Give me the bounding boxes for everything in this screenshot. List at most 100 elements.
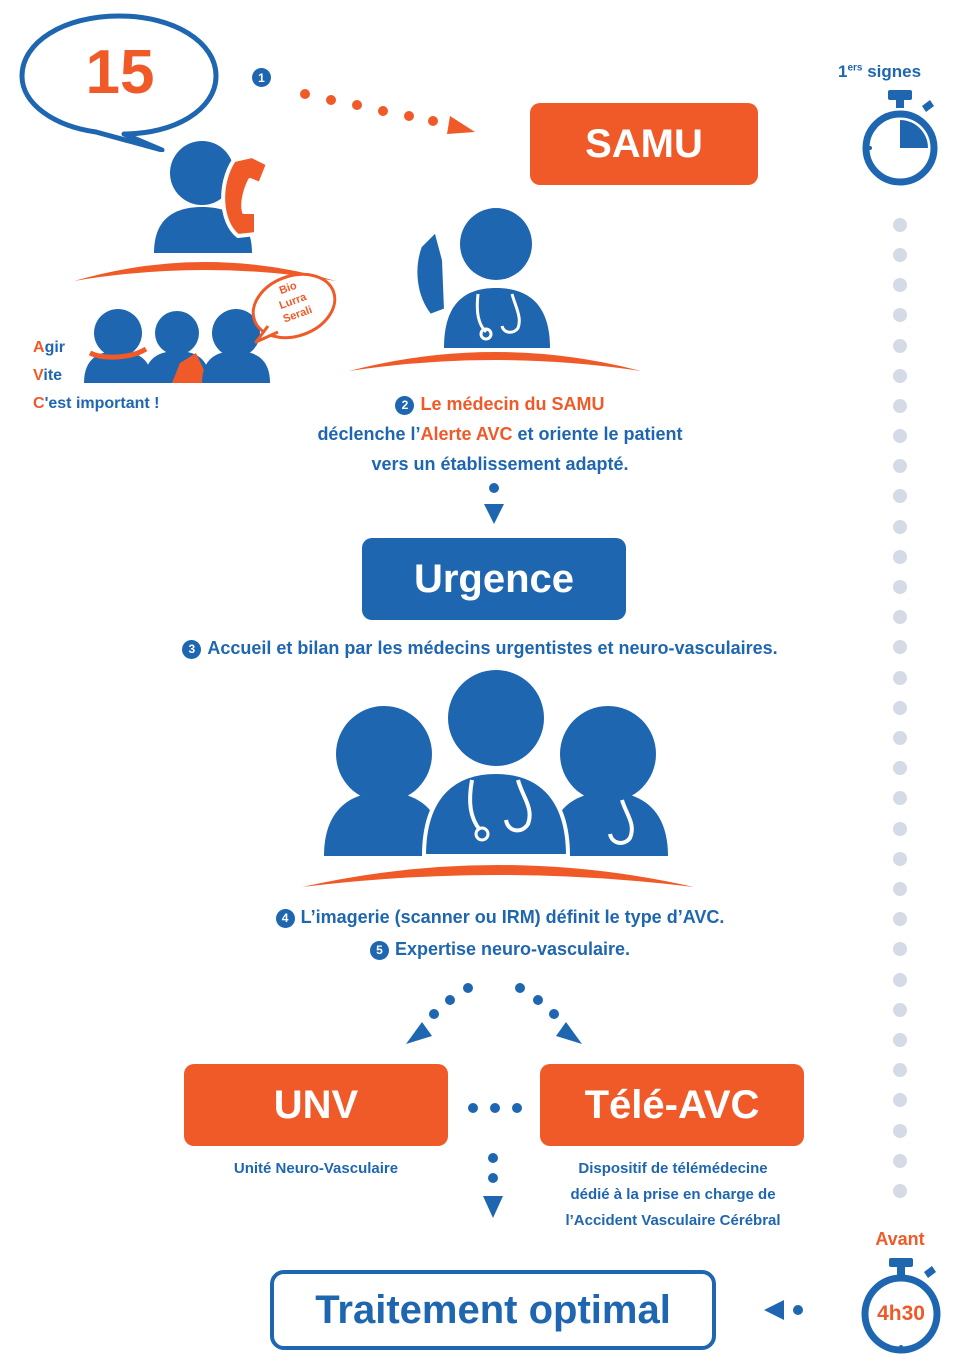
timeline-dot	[893, 640, 907, 654]
divider-arc	[302, 865, 694, 887]
timeline-dot	[893, 1063, 907, 1077]
timeline-dot	[893, 912, 907, 926]
timeline-dot	[893, 339, 907, 353]
timeline-dot	[893, 973, 907, 987]
timeline-dot	[893, 550, 907, 564]
arrow-down-icon	[483, 1153, 503, 1218]
step2-text-part: et oriente le patient	[512, 424, 683, 444]
medical-team-icon	[324, 668, 668, 858]
traitement-label: Traitement optimal	[315, 1287, 671, 1332]
timeline-dot	[893, 852, 907, 866]
unv-box: UNV	[184, 1064, 448, 1146]
divider-arc	[349, 352, 641, 371]
timeline-dot	[893, 610, 907, 624]
phone-icon	[221, 154, 270, 238]
step2-line2: déclenche l’Alerte AVC et oriente le pat…	[200, 419, 800, 449]
step-number-badge: 3	[182, 639, 202, 659]
fast-letter: V	[33, 367, 44, 384]
step2-title: Le médecin du SAMU	[420, 394, 605, 414]
timeline-dot	[893, 731, 907, 745]
fast-letter: A	[33, 339, 45, 356]
urgence-label: Urgence	[413, 556, 575, 601]
timeline-dot	[893, 1033, 907, 1047]
timeline-dot	[893, 671, 907, 685]
timeline-dot	[893, 218, 907, 232]
timeline-dot	[893, 1184, 907, 1198]
fast-rest: ite	[43, 367, 63, 384]
timeline-dot	[893, 701, 907, 715]
caption-line: l’Accident Vasculaire Cérébral	[565, 1212, 781, 1229]
step-number-badge: 1	[252, 68, 271, 87]
unv-label: UNV	[273, 1082, 359, 1127]
timeline-dot	[893, 459, 907, 473]
timeline-dot	[893, 791, 907, 805]
caption-line: dédié à la prise en charge de	[570, 1186, 776, 1203]
timeline-dot	[893, 520, 907, 534]
badge-icon	[251, 272, 337, 344]
fast-mnemonic: Agir Vite C'est important !	[33, 334, 159, 418]
dotted-arrow	[300, 89, 475, 134]
timeline-sup: ers	[847, 62, 863, 74]
unv-caption: Unité Neuro-Vasculaire	[233, 1160, 399, 1177]
traitement-box: Traitement optimal	[270, 1270, 716, 1350]
timeline-dot	[893, 489, 907, 503]
fast-item: C'est important !	[33, 390, 159, 418]
timeline-dot	[893, 882, 907, 896]
fast-rest: 'est important !	[44, 395, 160, 412]
step2-line3: vers un établissement adapté.	[371, 454, 629, 474]
speech-bubble-icon	[19, 13, 219, 152]
timeline-dot	[893, 399, 907, 413]
timeline-dot	[893, 1124, 907, 1138]
timeline-dot	[893, 942, 907, 956]
timeline-start-label: 1ers signes	[838, 62, 921, 82]
step5-label: Expertise neuro-vasculaire.	[394, 939, 631, 959]
timeline-dot	[893, 1154, 907, 1168]
step-number-badge: 5	[369, 940, 389, 960]
divider-arc	[74, 262, 336, 281]
fast-letter: C	[33, 395, 45, 412]
emergency-number: 15	[85, 38, 155, 107]
step-number-badge: 2	[395, 395, 415, 415]
tele-avc-label: Télé-AVC	[584, 1082, 760, 1127]
timeline-dot	[893, 822, 907, 836]
doctor-phone-icon	[413, 208, 550, 348]
tele-avc-box: Télé-AVC	[540, 1064, 804, 1146]
timeline-dot	[893, 580, 907, 594]
timeline-dot	[893, 369, 907, 383]
dotted-connector	[468, 1103, 522, 1113]
tele-avc-caption: Dispositif de télémédecine dédié à la pr…	[518, 1156, 828, 1234]
fast-item: Vite	[33, 362, 159, 390]
timeline-num: 1	[838, 62, 848, 81]
step4-label: L’imagerie (scanner ou IRM) définit le t…	[300, 907, 725, 927]
arrow-down-icon	[484, 483, 504, 524]
step3-label: Accueil et bilan par les médecins urgent…	[207, 638, 778, 658]
branch-arrows	[406, 983, 582, 1044]
step-number-badge: 4	[275, 908, 295, 928]
caption-line: Dispositif de télémédecine	[578, 1160, 768, 1177]
timeline-end-label: Avant	[875, 1229, 925, 1249]
timeline-dot	[893, 308, 907, 322]
timeline-dot	[893, 761, 907, 775]
timeline-rest: signes	[862, 62, 922, 81]
samu-box: SAMU	[530, 103, 758, 185]
stopwatch-icon	[861, 1258, 941, 1354]
timeline-dot	[893, 1003, 907, 1017]
stopwatch-icon	[862, 90, 938, 186]
timeline-dot	[893, 278, 907, 292]
timeline-dot	[893, 1093, 907, 1107]
samu-label: SAMU	[585, 121, 703, 166]
fast-rest: gir	[44, 339, 66, 356]
arrow-left-icon	[764, 1300, 803, 1320]
alerte-avc: Alerte AVC	[420, 424, 513, 444]
timeline-dot	[893, 248, 907, 262]
step2-text-part: déclenche l’	[317, 424, 421, 444]
timeline-end-time: 4h30	[877, 1302, 925, 1325]
urgence-box: Urgence	[362, 538, 626, 620]
timeline-dot	[893, 429, 907, 443]
fast-item: Agir	[33, 334, 159, 362]
